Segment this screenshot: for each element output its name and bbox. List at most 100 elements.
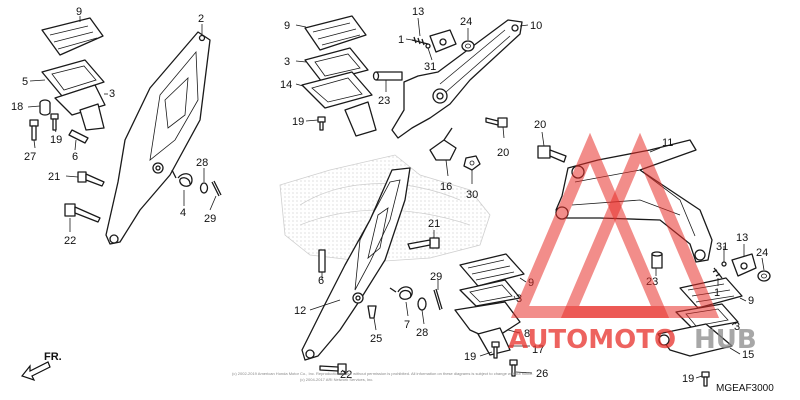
callout-24: 24 xyxy=(756,247,768,259)
callout-29: 29 xyxy=(204,213,216,225)
bolt-27 xyxy=(29,119,39,141)
callout-23: 23 xyxy=(378,95,390,107)
callout-24: 24 xyxy=(460,16,472,28)
bolt-26 xyxy=(509,359,518,377)
callout-31: 31 xyxy=(716,241,728,253)
bolt-22-center xyxy=(319,363,347,375)
washer-28-left xyxy=(199,182,209,194)
callout-19: 19 xyxy=(464,351,476,363)
callout-2: 2 xyxy=(198,13,204,25)
callout-10: 10 xyxy=(530,20,542,32)
nut-30 xyxy=(463,155,481,171)
callout-9: 9 xyxy=(748,295,754,307)
footpeg-rubber-center-lower xyxy=(459,253,525,287)
callout-1: 1 xyxy=(398,34,404,46)
callout-labels: 9 2 5 3 18 19 27 6 21 28 4 29 22 9 3 14 … xyxy=(11,6,768,385)
callout-26: 26 xyxy=(536,368,548,380)
clamp-13-right xyxy=(731,253,757,277)
copyright-line-2: (c) 2004-2017 ARI Network Services, Inc. xyxy=(300,377,373,382)
watermark-brand-part1: AUTOMOTO xyxy=(508,325,676,355)
screw-1-right xyxy=(712,267,723,279)
callout-19: 19 xyxy=(292,116,304,128)
footpeg-plate-center-lower xyxy=(459,279,521,307)
callout-30: 30 xyxy=(466,189,478,201)
callout-5: 5 xyxy=(22,76,28,88)
callout-18: 18 xyxy=(11,101,23,113)
callout-29: 29 xyxy=(430,271,442,283)
callout-20: 20 xyxy=(534,119,546,131)
pin-25 xyxy=(367,305,377,319)
callout-7: 7 xyxy=(404,319,410,331)
callout-9: 9 xyxy=(76,6,82,18)
bracket-10 xyxy=(391,19,523,139)
callout-6: 6 xyxy=(318,275,324,287)
spring-7 xyxy=(389,286,413,300)
spring-4 xyxy=(171,169,193,187)
callout-25: 25 xyxy=(370,333,382,345)
callout-3: 3 xyxy=(734,321,740,333)
watermark-triangle-red-2 xyxy=(560,132,720,318)
footpeg-rubber-left xyxy=(41,17,104,56)
step-holder-left xyxy=(105,31,211,245)
callout-14: 14 xyxy=(280,79,292,91)
bolt-19-center-lower xyxy=(491,341,500,359)
center-upper-assembly xyxy=(301,15,523,171)
bolt-22-left xyxy=(64,203,101,223)
washer-31-upper xyxy=(425,43,431,49)
callout-3: 3 xyxy=(109,88,115,100)
clip-29-left xyxy=(211,180,222,197)
callout-13: 13 xyxy=(736,232,748,244)
copyright-notice: (c) 2002-2019 American Honda Motor Co., … xyxy=(232,371,534,382)
nut-24-upper xyxy=(461,40,475,52)
collar-18 xyxy=(39,99,51,116)
bolt-19-left xyxy=(50,113,59,131)
footpeg-left xyxy=(54,84,106,131)
bolt-21-left xyxy=(77,171,105,187)
washer-31-right xyxy=(721,261,727,267)
callout-19: 19 xyxy=(682,373,694,385)
watermark: AUTOMOTO HUB xyxy=(508,132,757,355)
callout-9: 9 xyxy=(284,20,290,32)
callout-3: 3 xyxy=(284,56,290,68)
pin-23-right xyxy=(651,251,663,269)
link-16 xyxy=(429,127,457,161)
left-rider-step-assembly xyxy=(29,17,222,245)
callout-22: 22 xyxy=(340,369,352,381)
callout-21: 21 xyxy=(428,218,440,230)
bolt-21-center xyxy=(407,237,440,250)
callout-11: 11 xyxy=(662,137,673,149)
callout-21: 21 xyxy=(48,171,60,183)
callout-31: 31 xyxy=(424,61,436,73)
callout-8: 8 xyxy=(524,328,530,340)
footpeg-rubber-center xyxy=(304,15,367,51)
center-lower-assembly xyxy=(301,167,525,377)
clamp-13-upper xyxy=(429,29,457,53)
pin-23-center xyxy=(372,71,403,81)
front-label: FR. xyxy=(44,351,62,363)
pin-6-center xyxy=(318,249,326,273)
nut-24-right xyxy=(757,270,771,282)
footpeg-right xyxy=(657,323,733,357)
washer-28-center xyxy=(417,297,427,311)
pin-6-left xyxy=(68,129,89,144)
clip-29-center xyxy=(433,288,443,311)
bolt-20-center xyxy=(485,117,508,128)
footpeg-center xyxy=(301,71,377,137)
copyright-line-1: (c) 2002-2019 American Honda Motor Co., … xyxy=(232,371,534,376)
callout-20: 20 xyxy=(497,147,509,159)
watermark-brand-part2: HUB xyxy=(694,325,757,355)
bolt-20-right xyxy=(537,145,567,163)
diagram-code: MGEAF3000 xyxy=(716,383,774,394)
callout-17: 17 xyxy=(532,344,544,356)
bolt-19-right xyxy=(701,371,710,387)
front-direction-arrow: FR. xyxy=(20,351,62,382)
callout-19: 19 xyxy=(50,134,62,146)
callout-28: 28 xyxy=(416,327,428,339)
callout-13: 13 xyxy=(412,6,424,18)
callout-16: 16 xyxy=(440,181,452,193)
callout-27: 27 xyxy=(24,151,36,163)
arrow-icon xyxy=(20,361,51,382)
callout-15: 15 xyxy=(742,349,754,361)
bolt-19-center xyxy=(317,116,326,131)
